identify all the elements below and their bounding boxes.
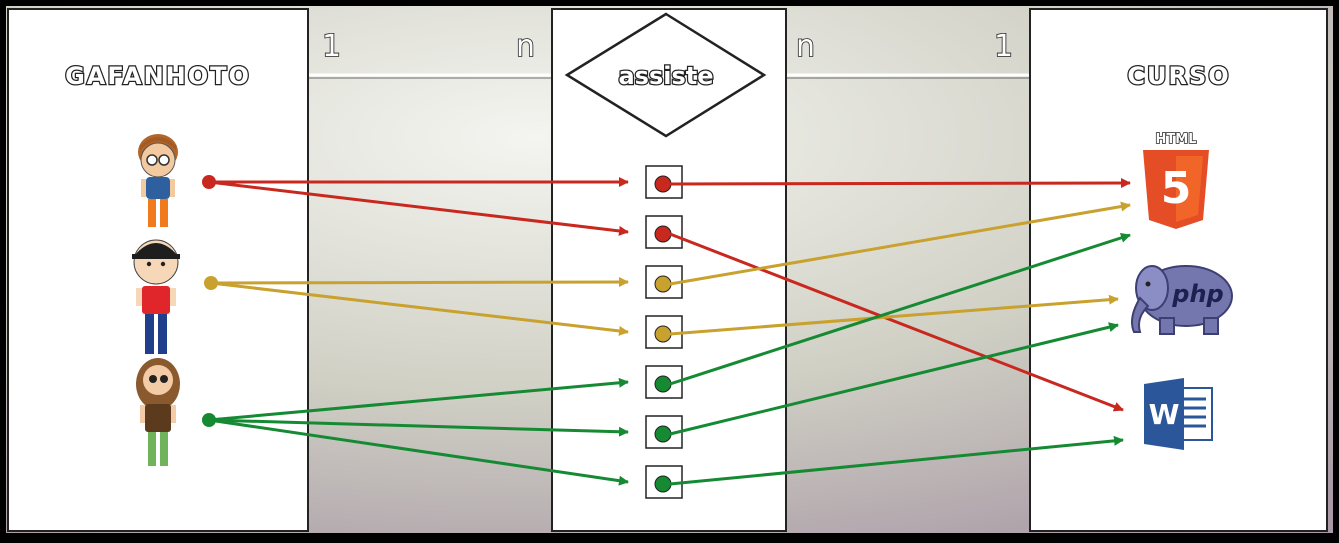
people	[132, 134, 180, 466]
arrow-record-to-course	[669, 435, 1124, 486]
association-record-dot	[654, 225, 672, 243]
entity-gafanhoto-title: GAFANHOTO	[65, 62, 251, 90]
student-red-glasses-icon	[138, 134, 178, 227]
relationship-diamond	[564, 12, 767, 138]
student-cap-icon	[132, 239, 180, 354]
relationship-label: assiste	[618, 62, 713, 90]
cardinality-labels: 1 n n 1	[321, 28, 1014, 65]
association-record-dot	[654, 325, 672, 343]
arrow-record-to-course	[669, 201, 1131, 286]
association-record-dot	[654, 375, 672, 393]
association-record-dot	[654, 425, 672, 443]
word-icon: W	[1144, 378, 1213, 450]
entity-curso-title: CURSO	[1127, 62, 1230, 90]
php-label: php	[1171, 280, 1223, 308]
arrow-record-to-course	[669, 233, 1131, 386]
arrow-person-to-record	[208, 377, 629, 422]
html5-number: 5	[1161, 163, 1192, 214]
person-origin-dot	[202, 413, 216, 427]
arrow-person-to-record	[208, 180, 629, 236]
person-origin-dot	[202, 175, 216, 189]
html5-label: HTML	[1156, 132, 1197, 147]
cardinality-left-one: 1	[322, 29, 341, 64]
arrow-person-to-record	[210, 281, 629, 336]
arrow-person-to-record	[210, 277, 629, 288]
arrows	[202, 175, 1131, 486]
student-long-hair-icon	[136, 358, 180, 466]
arrow-record-to-course	[669, 322, 1119, 436]
cardinality-left-many: n	[516, 29, 535, 64]
php-elephant-icon: php	[1131, 265, 1233, 335]
person-origin-dot	[204, 276, 218, 290]
cardinality-right-many: n	[796, 29, 815, 64]
arrow-record-to-course	[669, 232, 1124, 412]
association-record-dot	[654, 175, 672, 193]
arrow-record-to-course	[669, 294, 1119, 336]
arrow-record-to-course	[669, 178, 1131, 189]
html5-icon: HTML 5	[1143, 131, 1209, 229]
arrow-person-to-record	[208, 418, 629, 437]
association-record	[645, 165, 683, 199]
association-record-dot	[654, 275, 672, 293]
arrow-person-to-record	[208, 418, 629, 486]
association-record-dot	[654, 475, 672, 493]
word-letter: W	[1149, 398, 1180, 431]
courses: HTML 5 php W	[1131, 131, 1233, 450]
cardinality-right-one: 1	[994, 29, 1013, 64]
